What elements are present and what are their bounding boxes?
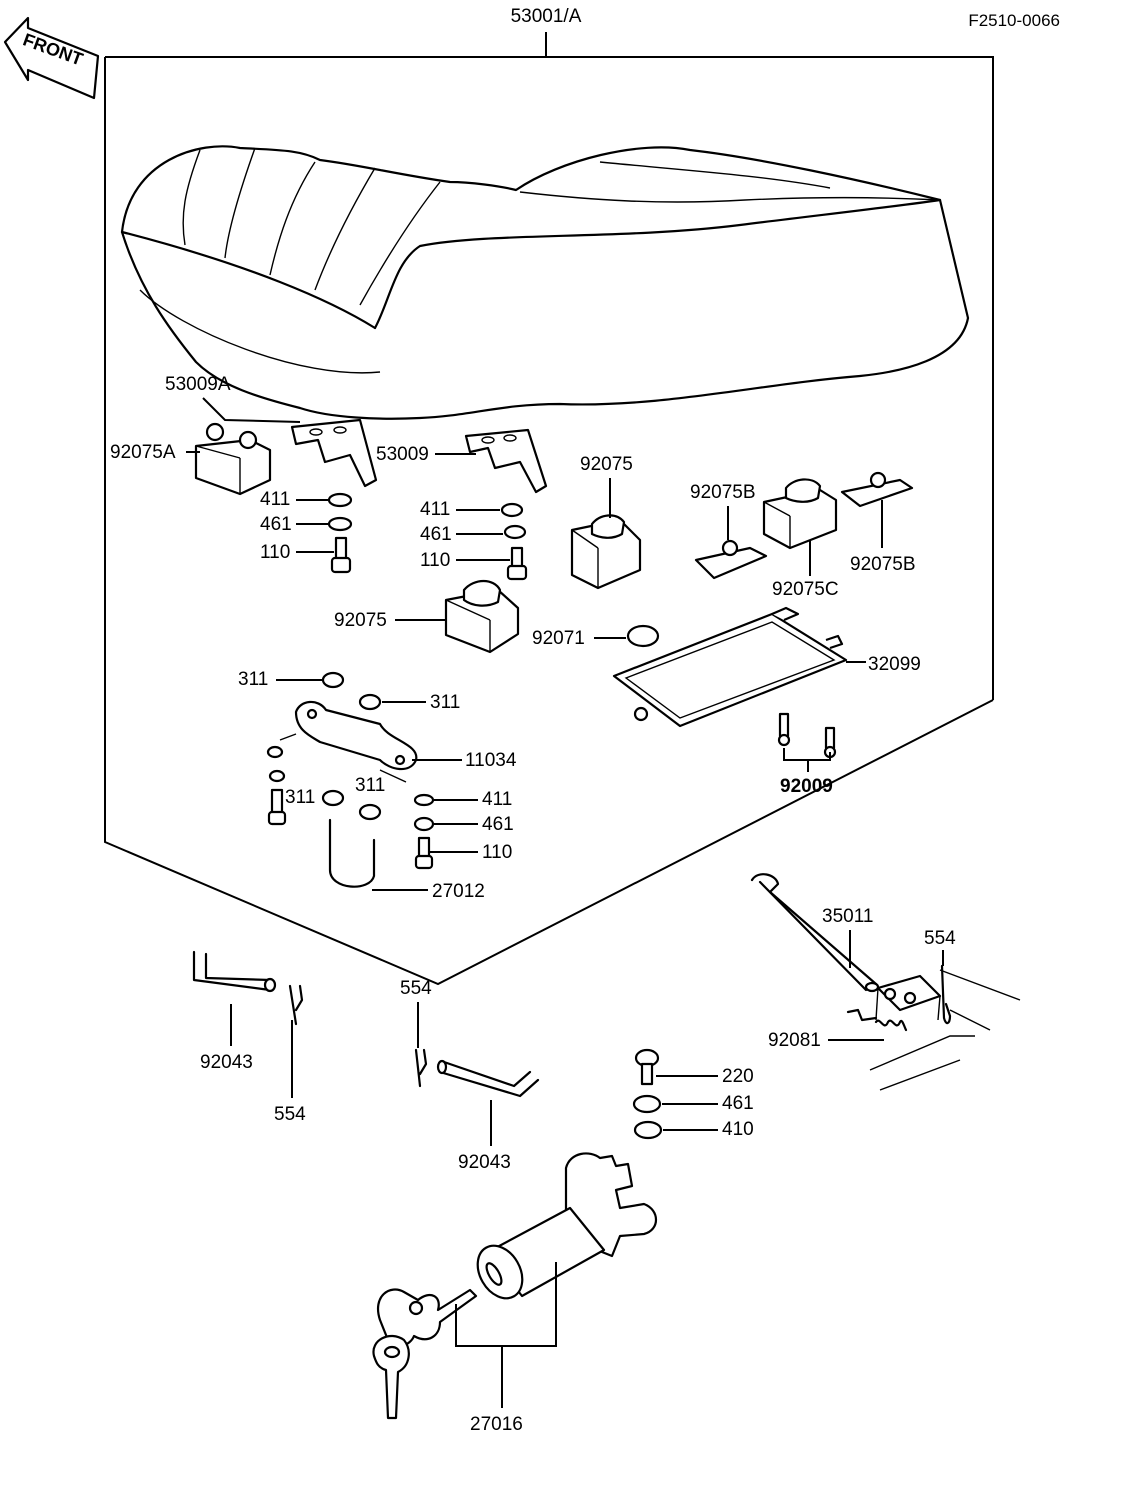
label-92081: 92081 xyxy=(768,1030,821,1051)
label-92075b-left: 92075B xyxy=(690,482,756,503)
washer-410 xyxy=(633,1120,663,1140)
label-27016: 27016 xyxy=(470,1414,523,1435)
label-32099: 32099 xyxy=(868,654,921,675)
washer-411-left xyxy=(327,492,353,508)
key-icon xyxy=(372,1288,478,1420)
nut-311-d xyxy=(358,803,382,821)
bolt-110-left xyxy=(330,536,352,574)
screws-92009 xyxy=(777,712,837,759)
front-arrow-icon: FRONT xyxy=(3,16,100,100)
label-461-lock: 461 xyxy=(722,1093,754,1114)
nut-311-b xyxy=(358,693,382,711)
label-92075b-right: 92075B xyxy=(850,554,916,575)
label-311-c: 311 xyxy=(285,787,315,808)
label-92009: 92009 xyxy=(780,776,833,797)
clip-554-left xyxy=(288,984,304,1026)
washer-461-right xyxy=(413,816,435,832)
label-110-left: 110 xyxy=(260,542,290,563)
assembly-outline: 53001/A xyxy=(104,6,994,986)
label-53009a: 53009A xyxy=(165,374,231,395)
washer-461-left xyxy=(327,516,353,532)
clip-554-mid xyxy=(414,1048,428,1088)
label-92075-upper: 92075 xyxy=(580,454,633,475)
bolt-110-mid xyxy=(506,546,528,581)
label-461-left: 461 xyxy=(260,514,292,535)
label-411-left: 411 xyxy=(260,489,290,510)
label-461-right: 461 xyxy=(482,814,514,835)
label-53009: 53009 xyxy=(376,444,429,465)
damper-92075-upper xyxy=(570,514,642,590)
label-554-right: 554 xyxy=(924,928,956,949)
washer-411-mid xyxy=(500,502,524,518)
label-27012: 27012 xyxy=(432,881,485,902)
damper-92075b-left xyxy=(694,539,768,580)
label-554-left: 554 xyxy=(274,1104,306,1125)
diagram-code: F2510-0066 xyxy=(968,11,1060,30)
label-92075c: 92075C xyxy=(772,579,839,600)
label-311-a: 311 xyxy=(238,669,268,690)
grommet-92071 xyxy=(626,624,660,648)
label-220: 220 xyxy=(722,1066,754,1087)
label-311-b: 311 xyxy=(430,692,460,713)
bracket-53009 xyxy=(464,428,548,494)
screw-220 xyxy=(634,1048,660,1086)
damper-92075c xyxy=(762,478,838,550)
label-92075a: 92075A xyxy=(110,442,176,463)
left-fastener-stack xyxy=(266,745,287,826)
washer-461-lock xyxy=(632,1094,662,1114)
label-411-mid: 411 xyxy=(420,499,450,520)
pin-92043-mid xyxy=(438,1060,540,1098)
label-35011: 35011 xyxy=(822,906,873,927)
damper-92075a xyxy=(194,422,272,496)
label-110-right: 110 xyxy=(482,842,512,863)
nut-311-a xyxy=(321,671,345,689)
label-311-d: 311 xyxy=(355,775,385,796)
label-53001a: 53001/A xyxy=(511,6,582,27)
damper-92075b-right xyxy=(840,471,914,508)
washer-461-mid xyxy=(503,524,527,540)
label-110-mid: 110 xyxy=(420,550,450,571)
damper-92075-lower xyxy=(444,579,520,654)
seat-lock-27016 xyxy=(476,1152,658,1300)
label-92075-lower: 92075 xyxy=(334,610,387,631)
spring-92081 xyxy=(846,1008,908,1032)
label-554-mid: 554 xyxy=(400,978,432,999)
bolt-110-right xyxy=(414,836,434,870)
clip-554-right xyxy=(940,964,952,1025)
u-bolt-27012 xyxy=(328,818,376,888)
bracket-53009a xyxy=(290,418,378,488)
label-92071: 92071 xyxy=(532,628,585,649)
rod-35011 xyxy=(750,873,880,993)
label-11034: 11034 xyxy=(465,750,517,771)
label-410: 410 xyxy=(722,1119,754,1140)
label-92043-left: 92043 xyxy=(200,1052,253,1073)
nut-311-c xyxy=(321,789,345,807)
hinge-block xyxy=(869,969,1021,1091)
tray-32099 xyxy=(612,606,848,728)
hinge-bracket-11034 xyxy=(279,700,418,783)
label-411-right: 411 xyxy=(482,789,512,810)
pin-92043-left xyxy=(192,950,272,992)
seat xyxy=(120,145,970,420)
label-461-mid: 461 xyxy=(420,524,452,545)
label-92043-mid: 92043 xyxy=(458,1152,511,1173)
washer-411-right xyxy=(413,793,435,807)
